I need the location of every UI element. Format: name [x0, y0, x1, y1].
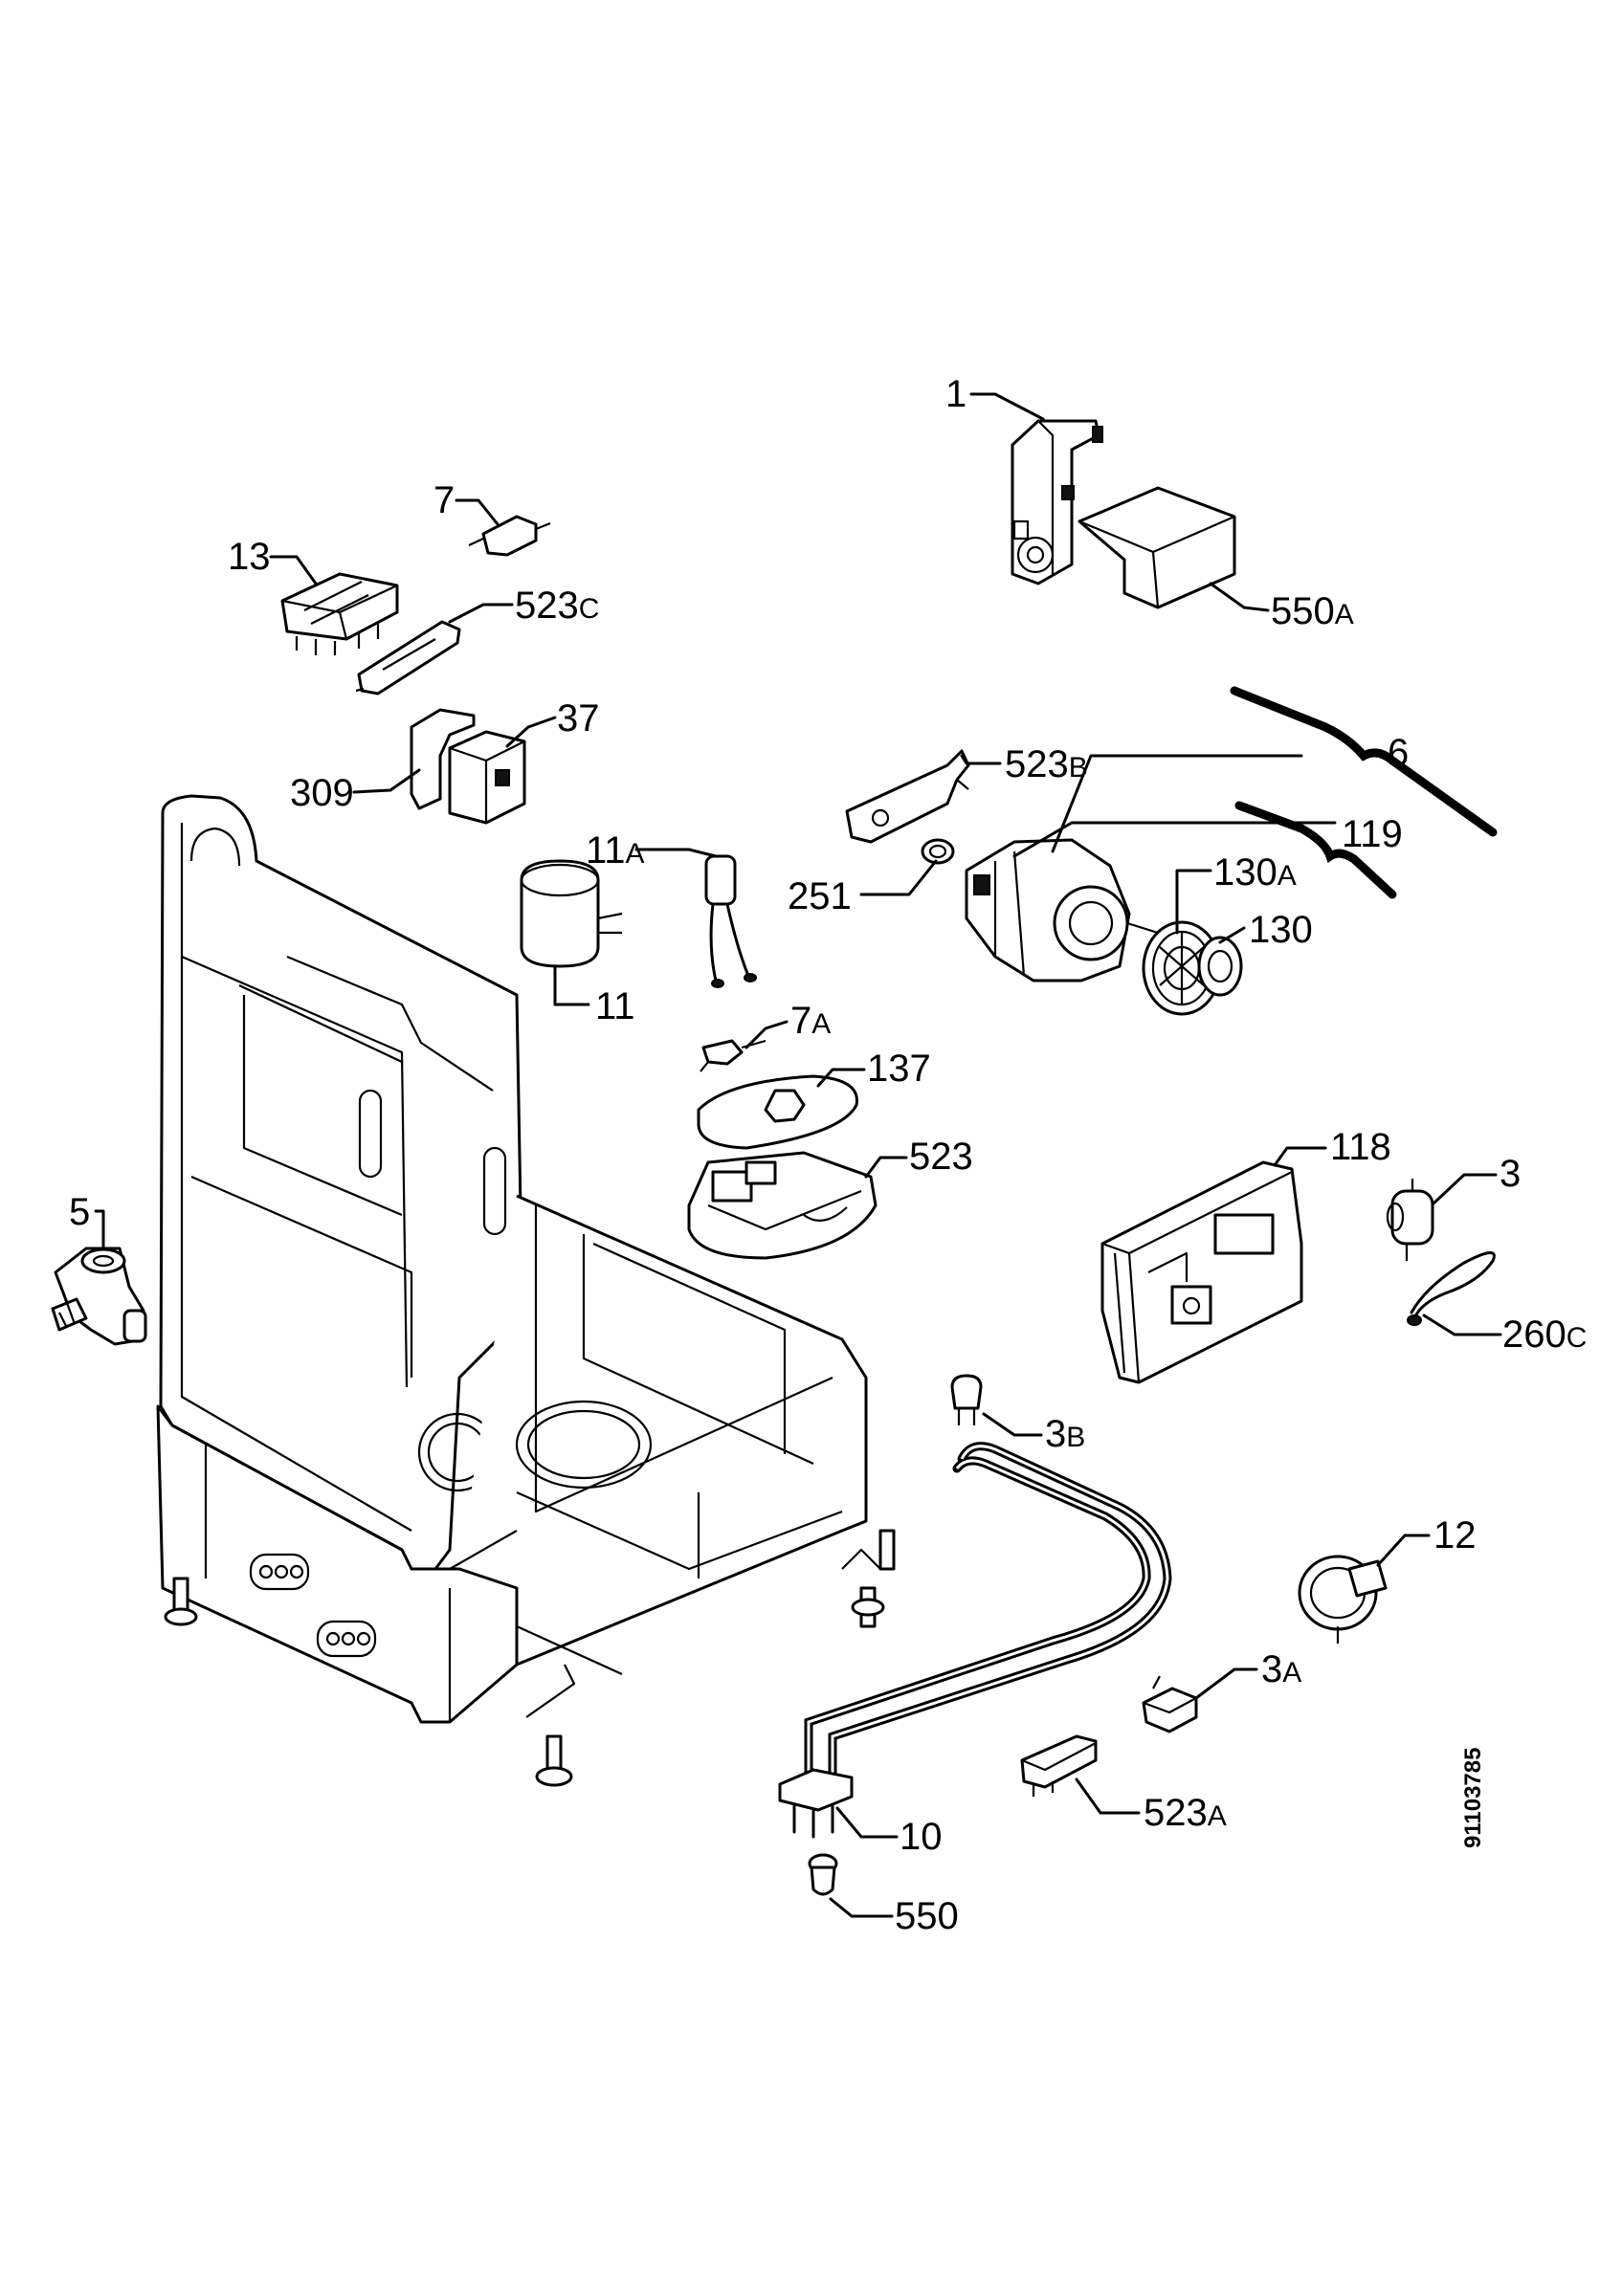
label-11a: 11A [586, 829, 645, 872]
part-137-cover [697, 1074, 858, 1150]
part-550-nut [808, 1853, 838, 1896]
part-11-capacitor [520, 859, 623, 968]
document-id: 91103785 [1460, 1748, 1486, 1848]
part-5-inlet-valve [51, 1247, 147, 1346]
part-7a-clip [700, 1039, 767, 1072]
part-309-cover [410, 708, 476, 810]
part-3a-thermostat [1142, 1675, 1198, 1733]
label-523: 523 [909, 1136, 973, 1178]
part-3b-thermostat [950, 1374, 983, 1425]
part-11a-suppressor [704, 854, 757, 988]
part-7-component [468, 515, 551, 557]
label-5: 5 [69, 1191, 90, 1233]
label-7a: 7A [790, 1000, 831, 1042]
label-137: 137 [867, 1048, 931, 1090]
part-523a-bracket [1020, 1734, 1098, 1797]
group-bracket-6 [1230, 686, 1498, 837]
label-550: 550 [895, 1895, 959, 1937]
part-523b-bracket [845, 749, 970, 844]
label-130: 130 [1249, 909, 1313, 951]
label-523a: 523A [1144, 1792, 1227, 1834]
part-10-heating-element [778, 1442, 1172, 1839]
part-260c-cable [1407, 1251, 1496, 1326]
part-6-pump-motor [965, 838, 1159, 982]
cabinet-frame [156, 794, 896, 1787]
label-3a: 3A [1261, 1648, 1301, 1690]
label-550a: 550A [1271, 590, 1354, 632]
label-119: 119 [1342, 813, 1403, 855]
label-7: 7 [433, 479, 455, 521]
callout-labels: 1 550A 7 13 523C 37 309 6 523B 119 11A 2… [69, 373, 1587, 1937]
label-1: 1 [945, 373, 967, 415]
label-523c: 523C [515, 585, 599, 627]
group-bracket-119 [1234, 801, 1397, 899]
label-6: 6 [1388, 732, 1409, 774]
part-13-switch [280, 572, 399, 655]
part-12-pressure-switch [1298, 1555, 1388, 1644]
part-118-dispenser [1100, 1160, 1303, 1384]
label-10: 10 [900, 1816, 943, 1858]
label-309: 309 [290, 772, 354, 814]
label-3b: 3B [1045, 1413, 1085, 1455]
part-3-sensor [1386, 1179, 1434, 1261]
part-37-relay [448, 730, 526, 825]
label-118: 118 [1330, 1126, 1391, 1168]
part-1-timer [1011, 419, 1103, 585]
label-130a: 130A [1213, 851, 1297, 894]
leader-lines [94, 392, 1502, 1918]
label-37: 37 [557, 697, 600, 740]
label-523b: 523B [1005, 743, 1088, 785]
label-260c: 260C [1502, 1314, 1587, 1356]
label-11: 11 [595, 985, 635, 1027]
label-12: 12 [1433, 1514, 1477, 1556]
part-251-bushing [921, 838, 955, 865]
part-130-impeller [1142, 920, 1243, 1016]
label-13: 13 [228, 536, 271, 578]
label-3: 3 [1500, 1153, 1521, 1195]
part-523c-bracket [355, 620, 461, 695]
part-550a-box [1078, 486, 1236, 609]
cabinet-feet [164, 1529, 896, 1787]
part-523-support [687, 1151, 878, 1260]
label-251: 251 [788, 875, 852, 917]
